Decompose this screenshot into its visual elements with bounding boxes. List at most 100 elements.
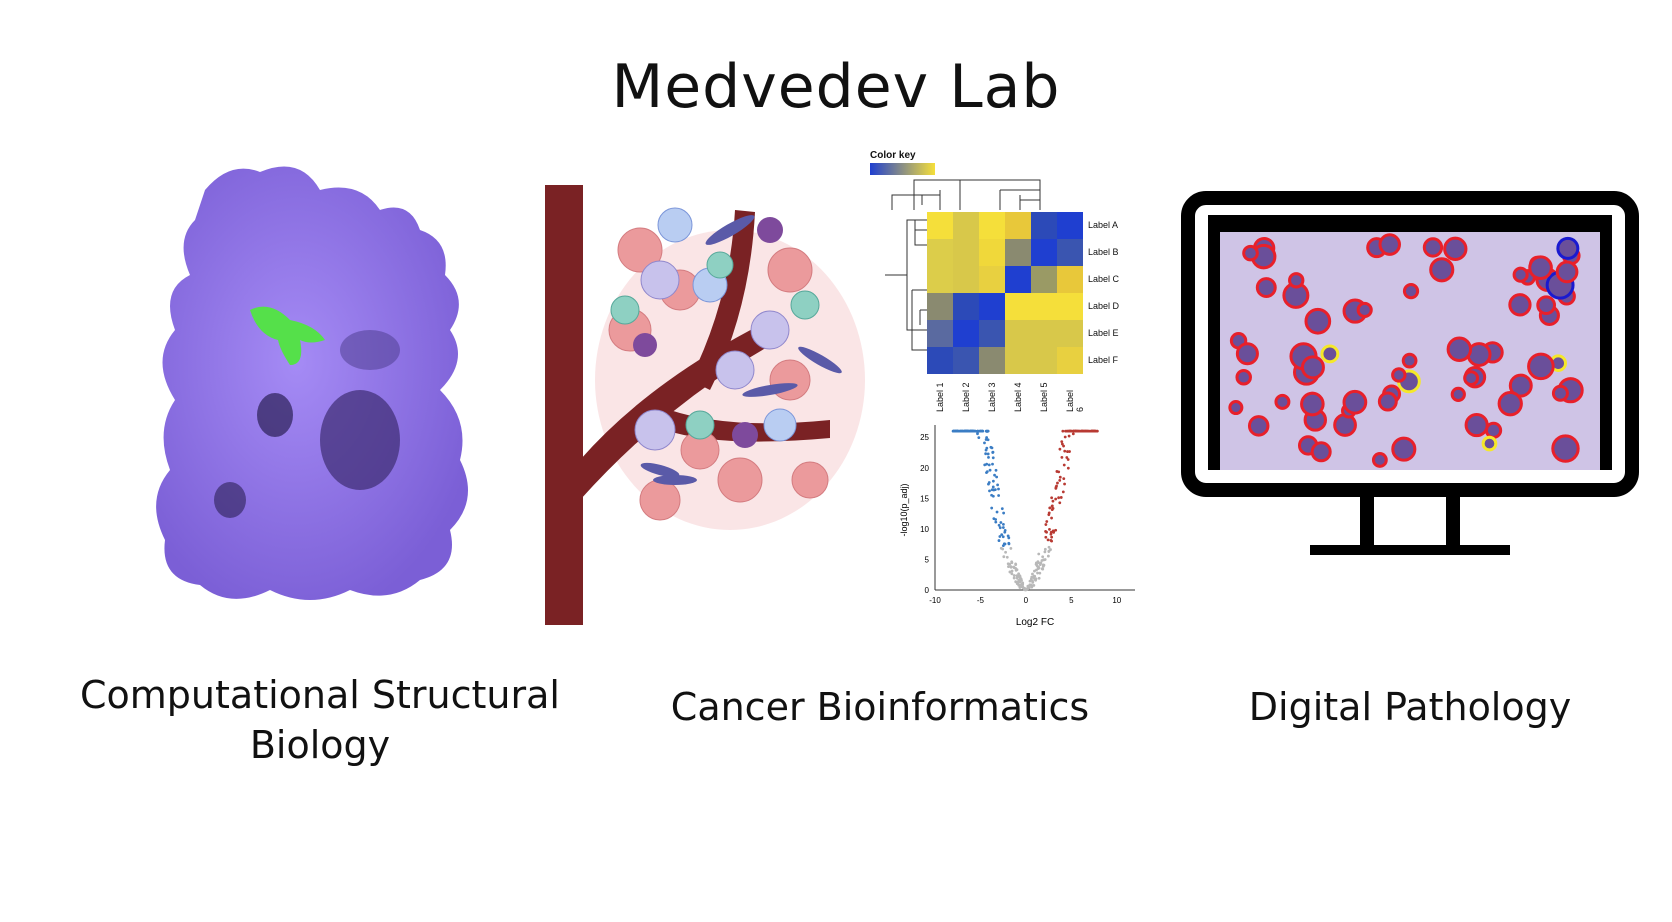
volcano-point	[1050, 535, 1054, 539]
cell-nucleus	[1300, 355, 1325, 380]
blood-vessel-branch	[690, 210, 755, 390]
volcano-point	[1018, 583, 1022, 587]
volcano-point	[989, 445, 993, 449]
protein-shadow	[257, 393, 293, 437]
cell-nucleus	[1304, 307, 1332, 335]
col-label: Label 5	[1039, 382, 1049, 412]
volcano-point	[1002, 522, 1005, 526]
volcano-x-tick: -5	[977, 596, 985, 605]
volcano-point	[1018, 575, 1022, 579]
volcano-point	[1044, 535, 1048, 539]
panel-label-digital-pathology: Digital Pathology	[1248, 685, 1572, 729]
volcano-point	[999, 521, 1003, 524]
volcano-point	[1060, 455, 1064, 459]
volcano-y-tick: 10	[920, 525, 929, 534]
volcano-point	[1007, 565, 1010, 568]
volcano-point	[1065, 456, 1069, 459]
volcano-point	[1040, 567, 1044, 571]
volcano-point	[1057, 470, 1061, 474]
cell-nucleus	[1342, 389, 1368, 415]
cell-nucleus	[1551, 434, 1580, 463]
cell-nucleus	[1377, 391, 1398, 412]
volcano-point	[1036, 571, 1039, 575]
volcano-point	[1041, 563, 1045, 567]
volcano-point	[1066, 466, 1070, 470]
volcano-point	[1009, 547, 1013, 550]
volcano-point	[1041, 555, 1045, 559]
cell-nucleus	[1356, 301, 1373, 318]
volcano-point	[988, 468, 992, 472]
volcano-point	[1032, 576, 1036, 580]
cell-nucleus	[1274, 393, 1291, 410]
cell-nucleus	[1555, 260, 1579, 284]
cell-nucleus	[1446, 336, 1473, 363]
ligand	[250, 306, 325, 365]
cell-nucleus	[1320, 344, 1340, 364]
volcano-point	[1034, 578, 1037, 582]
protein-structure-image	[156, 166, 468, 600]
volcano-point	[1068, 450, 1071, 453]
volcano-point	[1031, 572, 1034, 576]
volcano-point	[1030, 579, 1034, 583]
color-key-label: Color key	[870, 150, 916, 161]
volcano-point	[1048, 506, 1052, 510]
volcano-point	[1052, 530, 1056, 534]
volcano-point	[1044, 523, 1048, 526]
volcano-point	[987, 455, 990, 459]
volcano-point	[1042, 558, 1046, 562]
volcano-x-tick: -10	[929, 596, 941, 605]
col-label: Label 3	[987, 382, 997, 412]
heatmap-row-labels: Label A Label B Label C Label D Label E …	[1088, 212, 1158, 374]
volcano-point	[1033, 569, 1036, 573]
page-title: Medvedev Lab	[611, 52, 1061, 122]
volcano-point	[1027, 587, 1030, 591]
cell-nucleus	[1450, 386, 1466, 403]
volcano-point	[1062, 477, 1066, 481]
volcano-point	[1050, 516, 1053, 520]
cell-nucleus	[1508, 293, 1532, 317]
volcano-point	[1003, 542, 1007, 546]
volcano-point	[1032, 584, 1036, 587]
volcano-point	[1063, 482, 1066, 486]
volcano-point	[984, 438, 988, 441]
volcano-point	[1047, 549, 1051, 553]
volcano-point	[952, 429, 956, 433]
heatmap-dendrograms	[885, 179, 1041, 351]
volcano-point	[1004, 550, 1007, 554]
cell-nucleus	[1464, 412, 1489, 438]
volcano-point	[960, 429, 964, 433]
volcano-point	[995, 475, 999, 479]
volcano-point	[1043, 547, 1047, 551]
cell-nucleus	[1508, 373, 1533, 398]
cell-nucleus	[1463, 370, 1480, 387]
fibroblasts	[640, 215, 842, 485]
volcano-point	[1050, 539, 1054, 543]
volcano-point	[998, 526, 1002, 530]
volcano-point	[1034, 561, 1038, 565]
volcano-point	[990, 488, 994, 492]
volcano-point	[983, 463, 987, 467]
cell-nucleus	[1512, 266, 1529, 283]
volcano-point	[1012, 565, 1016, 569]
volcano-point	[1010, 569, 1014, 573]
cell-nucleus	[1235, 342, 1259, 366]
volcano-point	[1058, 447, 1062, 451]
volcano-point	[1030, 585, 1034, 589]
volcano-point	[991, 450, 995, 454]
volcano-point	[984, 452, 988, 456]
volcano-point	[1047, 513, 1051, 517]
volcano-point	[1079, 429, 1083, 433]
volcano-point	[1045, 520, 1049, 523]
protein-shadow	[320, 390, 400, 490]
volcano-point	[1010, 561, 1014, 565]
cell-nucleus	[1497, 391, 1523, 417]
cell-nucleus	[1255, 277, 1277, 298]
cell-nucleus	[1228, 400, 1244, 416]
cell-nucleus	[1333, 413, 1357, 437]
volcano-point	[1071, 432, 1075, 436]
protein-shadow	[214, 482, 246, 518]
cell-nucleus	[1527, 352, 1555, 381]
volcano-point	[1045, 530, 1048, 534]
volcano-point	[966, 429, 970, 433]
